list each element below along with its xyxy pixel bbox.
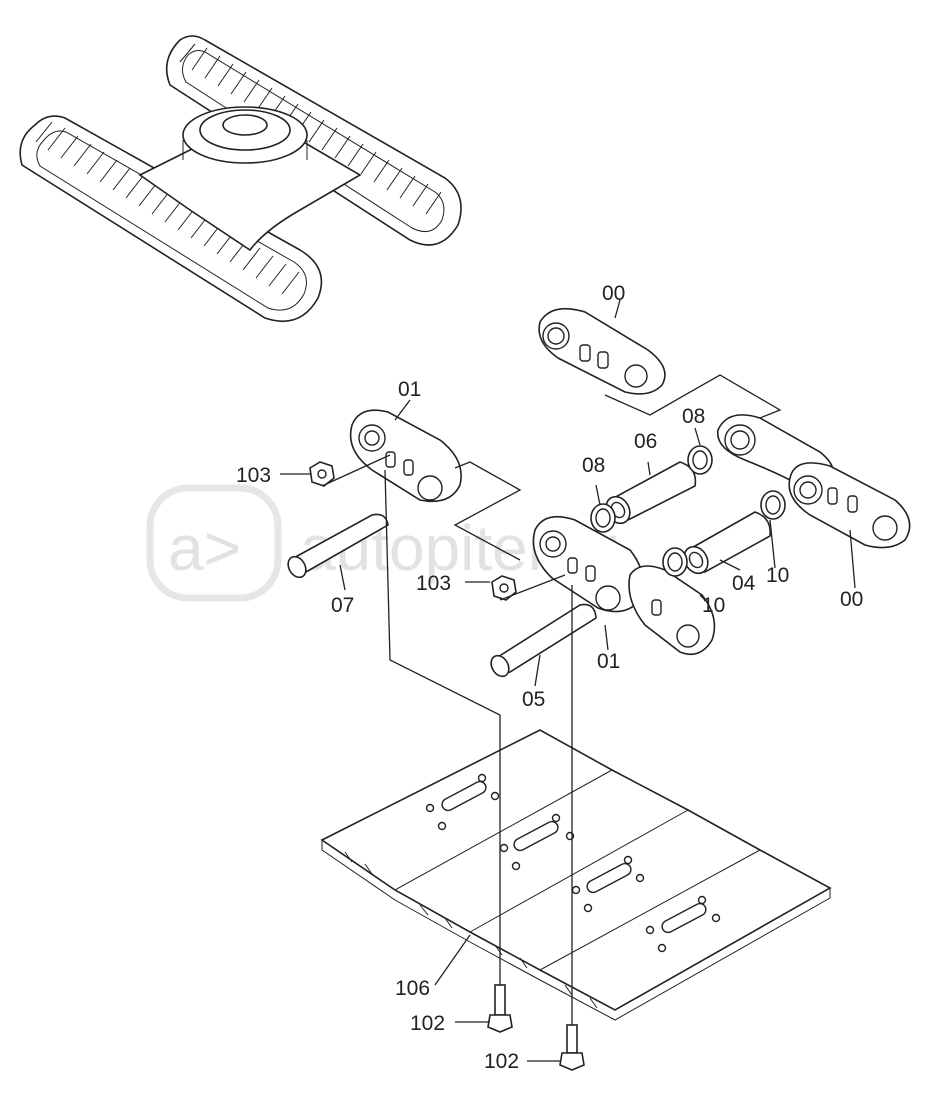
callout-08-right: 08 (682, 405, 705, 428)
leader-lines (280, 299, 856, 1062)
bolt-102-left (487, 984, 513, 1033)
nut-103-lower (491, 575, 517, 601)
callout-05: 05 (522, 688, 545, 711)
callout-08-left: 08 (582, 454, 605, 477)
callout-103-upper: 103 (236, 464, 271, 487)
callout-01-upper: 01 (398, 378, 421, 401)
callout-102-right: 102 (484, 1050, 519, 1073)
bolt-102-right (559, 1024, 585, 1071)
callout-103-lower: 103 (416, 572, 451, 595)
callout-106: 106 (395, 977, 430, 1000)
callout-10-right: 10 (766, 564, 789, 587)
callout-10-left: 10 (702, 594, 725, 617)
callout-06: 06 (634, 430, 657, 453)
track-link-01-left (349, 409, 462, 503)
callout-01-lower: 01 (597, 650, 620, 673)
callout-07: 07 (331, 594, 354, 617)
bushing-04 (683, 511, 772, 575)
seals (590, 445, 786, 577)
undercarriage-assembly (19, 35, 462, 322)
callout-00-top: 00 (602, 282, 625, 305)
callout-00-right: 00 (840, 588, 863, 611)
callout-labels: 00 01 103 06 08 08 07 103 10 04 10 00 01… (236, 282, 863, 1073)
callout-102-left: 102 (410, 1012, 445, 1035)
pin-05 (490, 603, 597, 678)
pin-07 (287, 513, 389, 579)
callout-04: 04 (732, 572, 756, 595)
track-shoes (320, 729, 832, 1021)
watermark-logo: a> (168, 512, 241, 584)
nut-103-upper (309, 461, 335, 487)
track-link-00-right (716, 414, 911, 549)
track-link-00-top (538, 307, 666, 395)
track-link-01-middle (532, 515, 716, 656)
